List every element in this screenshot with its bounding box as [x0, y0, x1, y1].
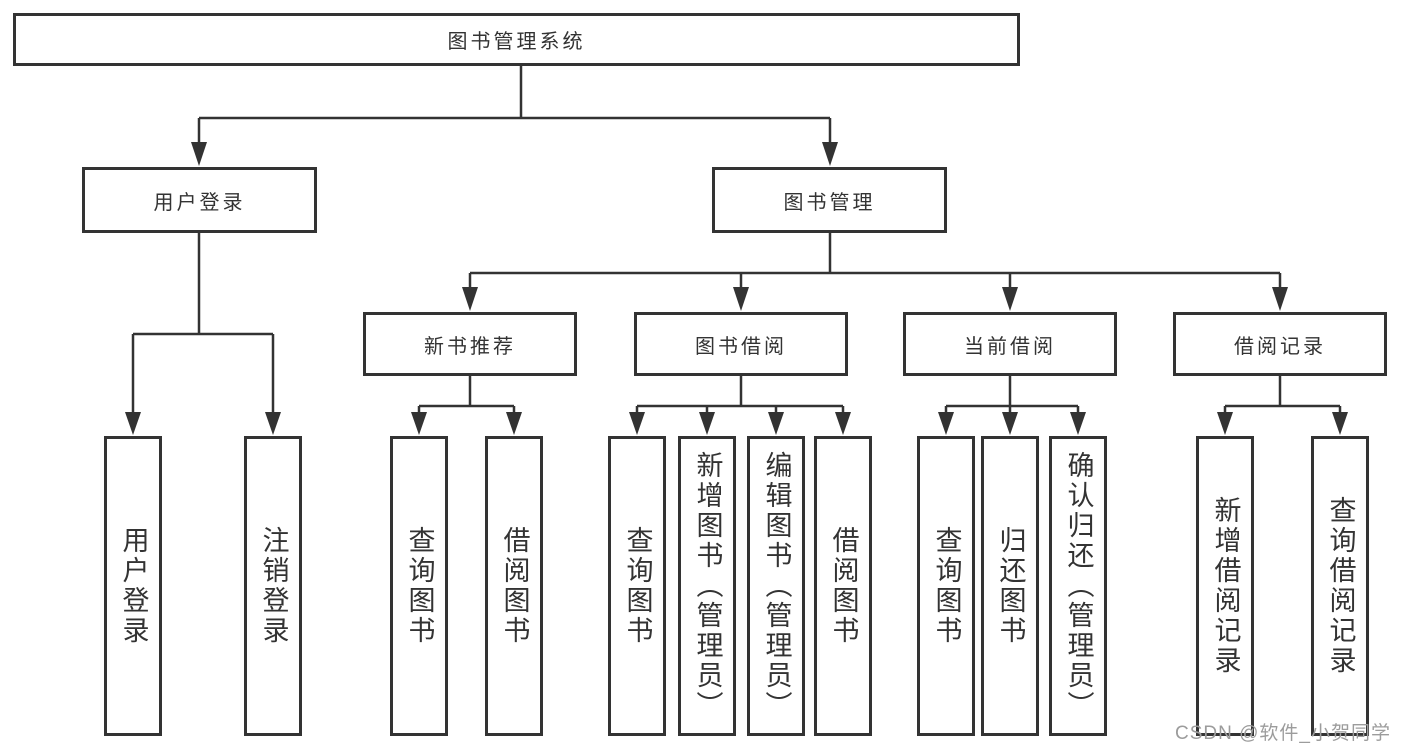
- leaf-borrow-books-recommend: 借阅图书: [485, 436, 543, 736]
- leaf-query-borrow-record: 查询借阅记录: [1311, 436, 1369, 736]
- node-label: 图书管理系统: [447, 31, 586, 53]
- leaf-add-borrow-record: 新增借阅记录: [1196, 436, 1254, 736]
- node-label: 新增借阅记录: [1210, 496, 1241, 676]
- node-label: 借阅图书: [828, 526, 859, 646]
- node-label: 注销登录: [258, 526, 289, 646]
- node-label: 图书借阅: [695, 335, 787, 358]
- node-label: 图书管理: [783, 191, 876, 214]
- node-current-borrowing: 当前借阅: [903, 312, 1117, 376]
- leaf-borrow-books-borrowing: 借阅图书: [814, 436, 872, 736]
- node-label: 新增图书（管理员）: [692, 451, 723, 721]
- node-label: 归还图书: [995, 526, 1026, 646]
- leaf-logout-login: 注销登录: [244, 436, 302, 736]
- node-label: 查询图书: [622, 526, 653, 646]
- node-label: 确认归还（管理员）: [1063, 451, 1094, 721]
- node-library-system: 图书管理系统: [13, 13, 1020, 66]
- node-book-management: 图书管理: [712, 167, 947, 233]
- leaf-query-books-borrowing: 查询图书: [608, 436, 666, 736]
- node-label: 当前借阅: [964, 335, 1056, 358]
- node-user-login: 用户登录: [82, 167, 317, 233]
- watermark-text: CSDN @软件_小贺同学: [1175, 723, 1391, 744]
- node-label: 查询图书: [931, 526, 962, 646]
- node-borrow-records: 借阅记录: [1173, 312, 1387, 376]
- leaf-return-book: 归还图书: [981, 436, 1039, 736]
- leaf-edit-book-admin: 编辑图书（管理员）: [747, 436, 805, 736]
- leaf-add-book-admin: 新增图书（管理员）: [678, 436, 736, 736]
- leaf-user-login: 用户登录: [104, 436, 162, 736]
- node-label: 查询图书: [404, 526, 435, 646]
- node-label: 编辑图书（管理员）: [761, 451, 792, 721]
- leaf-query-books-recommend: 查询图书: [390, 436, 448, 736]
- node-label: 借阅记录: [1234, 335, 1326, 358]
- node-label: 新书推荐: [424, 335, 516, 358]
- node-label: 用户登录: [118, 526, 149, 646]
- node-label: 查询借阅记录: [1325, 496, 1356, 676]
- node-label: 借阅图书: [499, 526, 530, 646]
- node-label: 用户登录: [153, 191, 246, 214]
- leaf-query-books-current: 查询图书: [917, 436, 975, 736]
- node-book-borrowing: 图书借阅: [634, 312, 848, 376]
- node-new-book-recommend: 新书推荐: [363, 312, 577, 376]
- leaf-confirm-return-admin: 确认归还（管理员）: [1049, 436, 1107, 736]
